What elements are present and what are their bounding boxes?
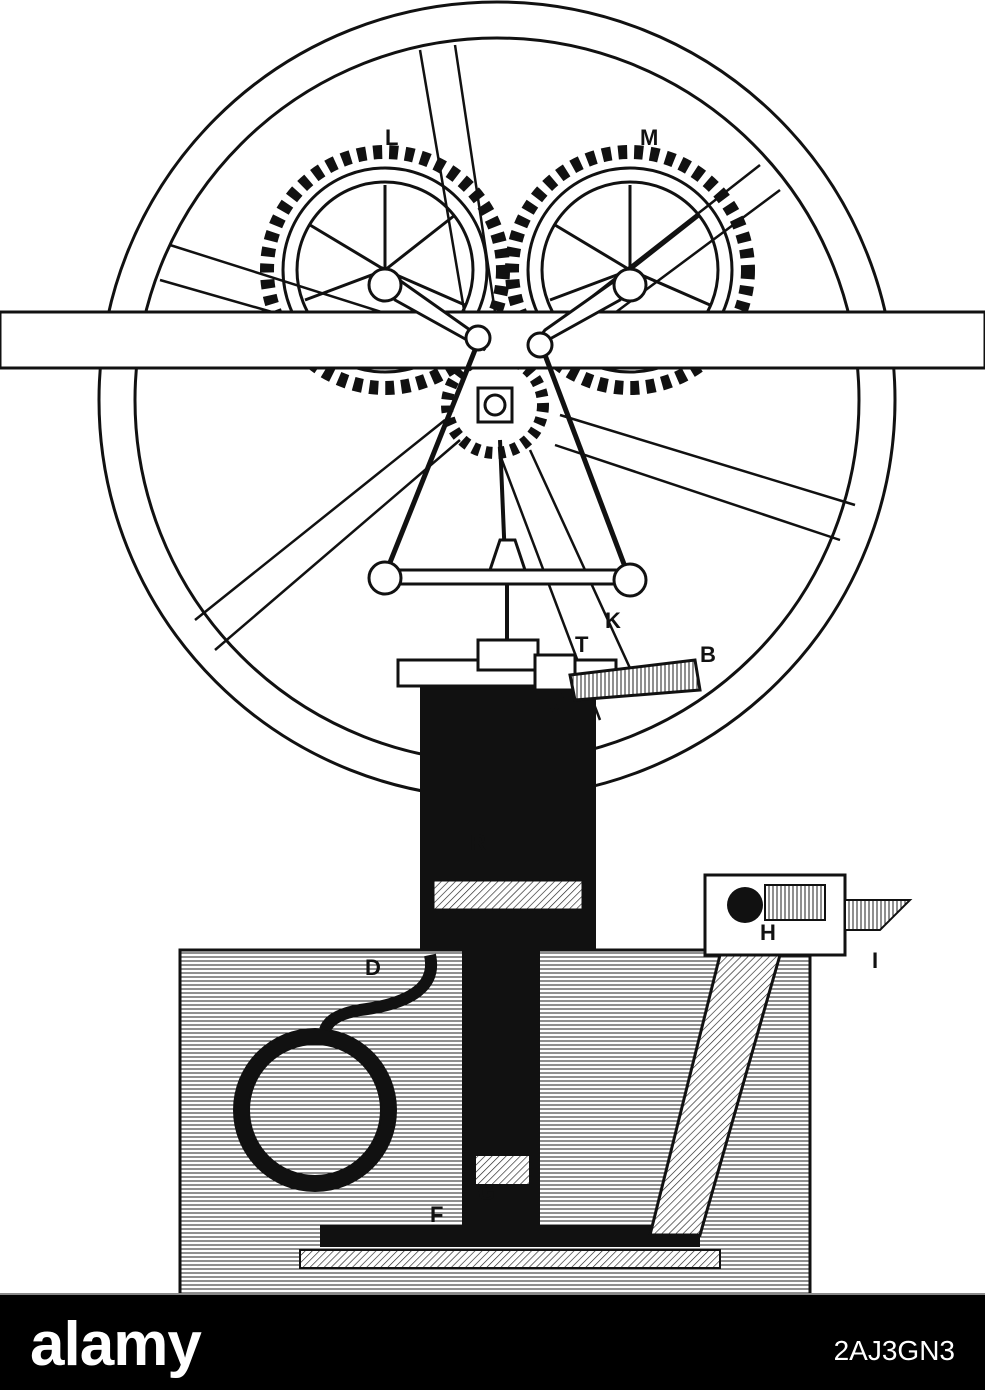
piston [431, 878, 585, 912]
label-T: T [575, 632, 589, 657]
label-B: B [700, 642, 716, 667]
watermark-footer: alamy 2AJ3GN3 [0, 1295, 985, 1390]
label-G: G [478, 1180, 495, 1205]
base-plate [299, 1249, 721, 1269]
pipe-D [319, 953, 438, 1033]
valve-T [533, 653, 577, 716]
label-H: H [760, 920, 776, 945]
label-D: D [365, 955, 381, 980]
cross-beam [367, 538, 648, 598]
lower-piston [474, 1154, 531, 1186]
image-code: 2AJ3GN3 [833, 1335, 955, 1366]
gear-L [260, 145, 510, 395]
pipe-B [568, 658, 702, 702]
crank-arms [367, 266, 648, 359]
label-L: L [385, 125, 398, 150]
label-F: F [430, 1202, 443, 1227]
label-M: M [640, 125, 658, 150]
bottom-channel [320, 1225, 700, 1247]
diagram-labels: L M K T B R H I D F G [365, 125, 878, 1227]
label-K: K [605, 608, 621, 633]
horizontal-beam [0, 310, 985, 370]
label-I: I [872, 948, 878, 973]
alamy-logo: alamy [30, 1310, 202, 1379]
pinion-gear [441, 351, 549, 459]
footer-divider [0, 1293, 985, 1295]
channel-I [844, 899, 913, 931]
label-R: R [470, 830, 486, 855]
cylinder [396, 638, 618, 956]
connecting-rods [382, 349, 633, 581]
engine-engraving: L M K T B R H I D F G [0, 0, 985, 1295]
